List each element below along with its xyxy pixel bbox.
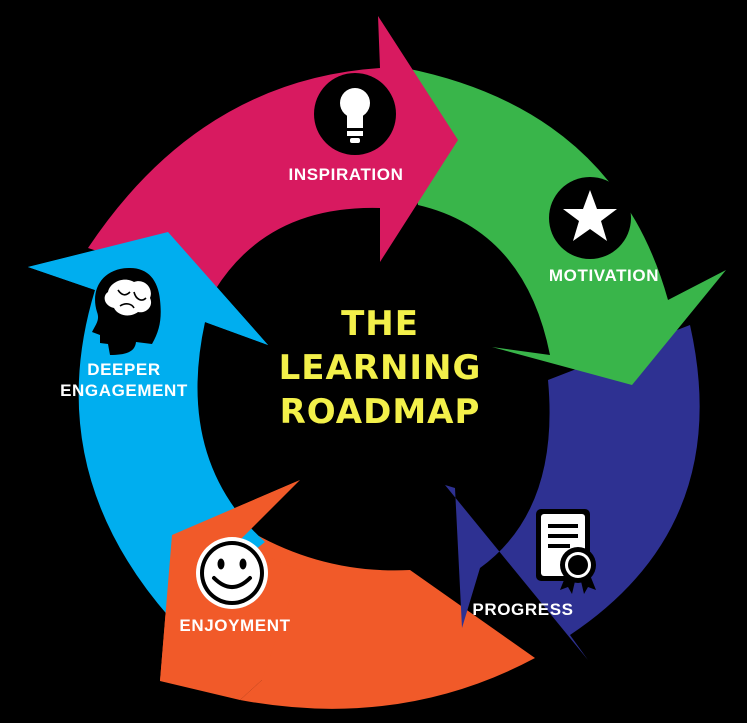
label-motivation: MOTIVATION [549,266,659,285]
star-icon [549,177,631,259]
title-line-2: LEARNING [279,348,482,388]
segment-progress-arrow [445,325,700,660]
label-inspiration: INSPIRATION [289,165,404,184]
label-deeper: DEEPER [87,360,161,379]
certificate-icon [536,509,596,594]
smiley-icon [196,537,268,609]
label-engagement: ENGAGEMENT [60,381,188,400]
label-progress: PROGRESS [472,600,573,619]
label-enjoyment: ENJOYMENT [179,616,290,635]
title-line-3: ROADMAP [280,392,481,432]
brain-head-icon [92,268,161,355]
lightbulb-icon [314,73,396,155]
title-line-1: THE [341,304,419,344]
